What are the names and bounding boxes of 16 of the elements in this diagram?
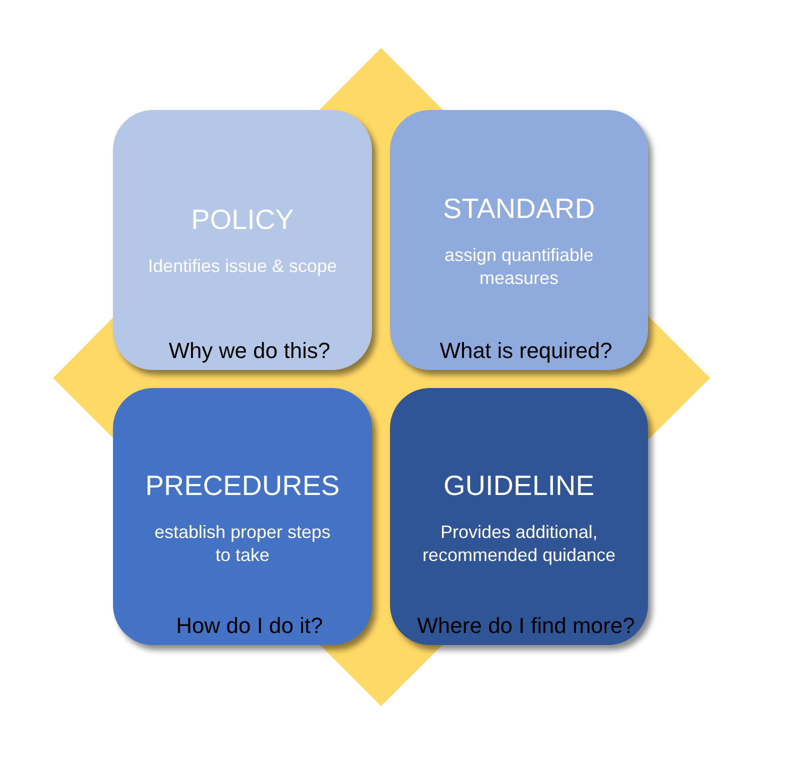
box-question: How do I do it? bbox=[176, 613, 323, 639]
box-title: GUIDELINE bbox=[444, 469, 594, 503]
rounded-box bbox=[390, 388, 648, 645]
rounded-box bbox=[390, 110, 648, 370]
box-description: assign quantifiable measures bbox=[443, 244, 595, 290]
box-title: POLICY bbox=[191, 203, 294, 237]
box-description: establish proper steps to take bbox=[153, 521, 332, 567]
box-question: What is required? bbox=[440, 338, 612, 364]
box-question: Where do I find more? bbox=[417, 613, 635, 639]
box-description: Identifies issue & scope bbox=[148, 255, 338, 278]
rounded-box bbox=[113, 110, 372, 370]
box-question: Why we do this? bbox=[168, 338, 330, 364]
box-title: STANDARD bbox=[443, 192, 595, 226]
box-title: PRECEDURES bbox=[145, 469, 340, 503]
rounded-box bbox=[113, 388, 372, 645]
box-description: Provides additional, recommended quidance bbox=[421, 521, 617, 567]
